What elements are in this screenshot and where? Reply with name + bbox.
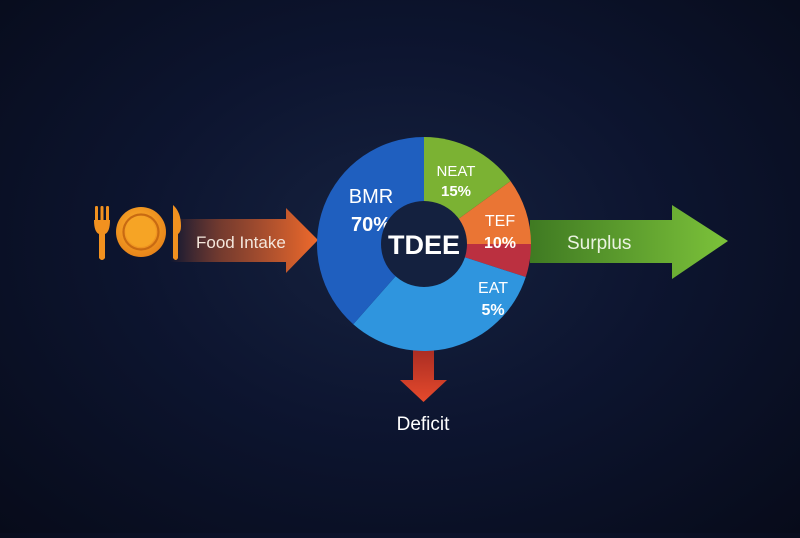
- pie-label-tef: TEF: [485, 213, 515, 230]
- deficit-arrow: [400, 345, 447, 402]
- pie-label-bmr: BMR: [349, 186, 393, 208]
- pie-value-neat: 15%: [441, 183, 471, 200]
- pie-label-eat: EAT: [478, 280, 508, 297]
- deficit-label: Deficit: [397, 414, 451, 435]
- pie-slice-bmr: [317, 137, 424, 325]
- pie-label-neat: NEAT: [437, 163, 476, 180]
- surplus-label: Surplus: [567, 233, 631, 254]
- tdee-center-label: TDEE: [388, 230, 460, 260]
- pie-value-tef: 10%: [484, 235, 516, 252]
- surplus-arrow: [530, 205, 728, 279]
- pie-value-eat: 5%: [481, 302, 504, 319]
- tdee-center-hub: [381, 201, 467, 287]
- fork-plate-knife-icon: [94, 205, 181, 260]
- pie-slice-bmr-lower: [353, 244, 526, 351]
- food-intake-label: Food Intake: [196, 233, 286, 252]
- pie-value-bmr: 70%: [351, 214, 391, 236]
- food-intake-arrow: [170, 208, 318, 273]
- tdee-pie-chart: BMR 70% NEAT 15% TEF 10% EAT 5%: [317, 137, 531, 351]
